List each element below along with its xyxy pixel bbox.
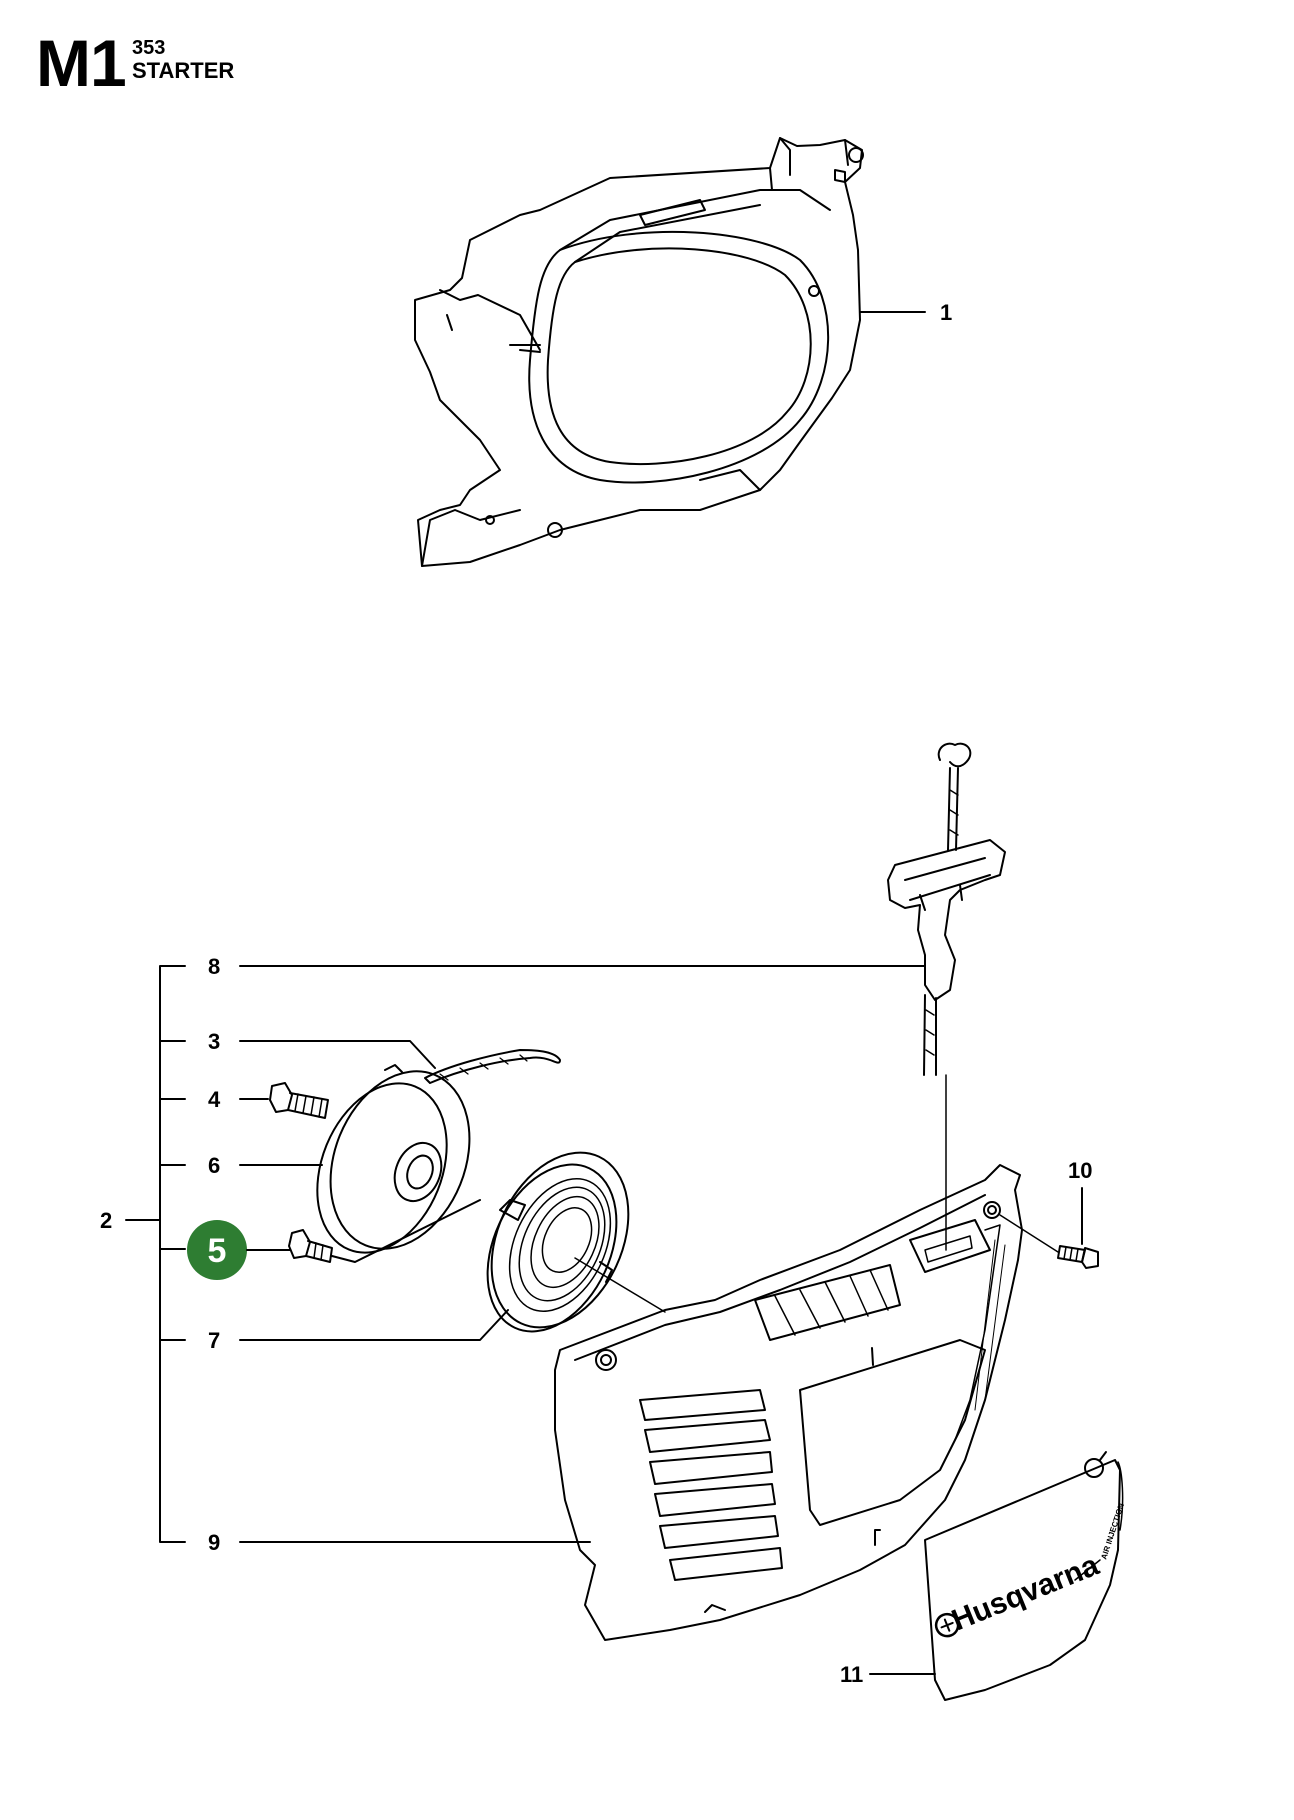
air-injection-icon bbox=[1084, 1451, 1107, 1478]
section-code: M1 bbox=[36, 26, 127, 100]
part-8-starter-handle bbox=[887, 742, 1006, 1251]
assembly-axis-line bbox=[574, 1257, 666, 1313]
part-11-decal: Husqvarna AIR INJECTION bbox=[924, 1451, 1126, 1701]
callout-11: 11 bbox=[840, 1662, 863, 1687]
callout-5-highlight: 5 bbox=[187, 1220, 247, 1280]
callout-10: 10 bbox=[1068, 1158, 1092, 1183]
part-9-starter-cover bbox=[554, 1164, 1023, 1641]
decal-brand-text: Husqvarna bbox=[947, 1549, 1103, 1638]
model-number: 353 bbox=[132, 37, 166, 59]
part-1-housing-frame bbox=[414, 137, 864, 567]
callout-3: 3 bbox=[208, 1029, 220, 1054]
part-10-screw bbox=[999, 1214, 1099, 1269]
part-3-rope bbox=[424, 1049, 561, 1084]
callout-8: 8 bbox=[208, 954, 220, 979]
leader-line-3 bbox=[239, 1040, 436, 1069]
callout-2: 2 bbox=[100, 1208, 112, 1233]
leader-line-7 bbox=[239, 1309, 509, 1341]
part-5-screw bbox=[288, 1229, 333, 1263]
callout-6: 6 bbox=[208, 1153, 220, 1178]
part-6-pulley bbox=[316, 1064, 471, 1254]
decal-small-text: AIR INJECTION bbox=[1099, 1502, 1126, 1561]
group-bracket-ticks bbox=[159, 1040, 186, 1341]
section-title: STARTER bbox=[132, 58, 235, 83]
leader-line-5 bbox=[331, 1199, 481, 1263]
callout-4: 4 bbox=[208, 1087, 221, 1112]
callout-9: 9 bbox=[208, 1530, 220, 1555]
callout-7: 7 bbox=[208, 1328, 220, 1353]
callout-5: 5 bbox=[208, 1232, 227, 1270]
highlight-badge bbox=[187, 1220, 247, 1280]
group-bracket bbox=[159, 965, 186, 1543]
part-4-bolt bbox=[269, 1082, 329, 1119]
part-7-recoil-spring bbox=[486, 1151, 630, 1333]
decal-brand-logo: Husqvarna bbox=[934, 1549, 1104, 1638]
callout-1: 1 bbox=[940, 300, 952, 325]
